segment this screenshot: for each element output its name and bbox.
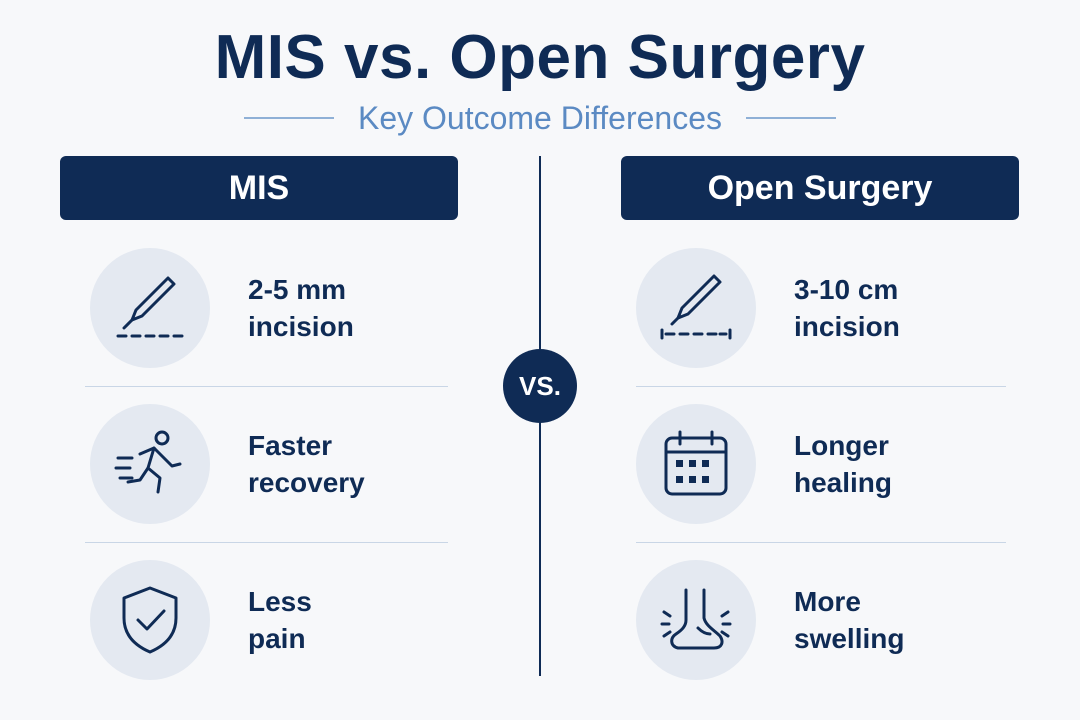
item-line-1: 2-5 mm xyxy=(248,274,347,305)
item-text: Longer healing xyxy=(794,427,892,501)
column-header-open-surgery: Open Surgery xyxy=(621,156,1019,220)
vs-badge: VS. xyxy=(503,349,577,423)
item-text: More swelling xyxy=(794,583,904,657)
scalpel-long-incision-icon xyxy=(636,248,756,368)
item-text: 3-10 cm incision xyxy=(794,271,900,345)
item-text: 2-5 mm incision xyxy=(248,271,354,345)
item-line-2: incision xyxy=(794,311,900,342)
item-line-1: Faster xyxy=(248,430,333,461)
row-divider xyxy=(636,386,1006,387)
item-line-2: pain xyxy=(248,623,306,654)
item-line-1: Longer xyxy=(794,430,889,461)
list-item-mis-incision: 2-5 mm incision xyxy=(90,238,450,378)
item-line-1: 3-10 cm xyxy=(794,274,899,305)
list-item-open-healing: Longer healing xyxy=(636,394,996,534)
swollen-foot-icon xyxy=(636,560,756,680)
item-line-2: swelling xyxy=(794,623,905,654)
item-line-2: incision xyxy=(248,311,354,342)
subtitle-row: Key Outcome Differences xyxy=(0,96,1080,140)
shield-check-icon xyxy=(90,560,210,680)
item-line-1: More xyxy=(794,586,861,617)
page-subtitle: Key Outcome Differences xyxy=(357,99,722,136)
running-person-icon xyxy=(90,404,210,524)
subtitle-line-left xyxy=(243,117,334,119)
row-divider xyxy=(85,542,448,543)
item-line-2: healing xyxy=(794,467,893,498)
list-item-open-incision: 3-10 cm incision xyxy=(636,238,996,378)
item-line-2: recovery xyxy=(248,467,365,498)
item-text: Less pain xyxy=(248,583,312,657)
row-divider xyxy=(636,542,1006,543)
scalpel-short-incision-icon xyxy=(90,248,210,368)
item-line-1: Less xyxy=(248,586,312,617)
column-header-mis: MIS xyxy=(60,156,458,220)
list-item-open-swelling: More swelling xyxy=(636,550,996,690)
list-item-mis-pain: Less pain xyxy=(90,550,450,690)
subtitle-line-right xyxy=(746,117,836,119)
calendar-icon xyxy=(636,404,756,524)
row-divider xyxy=(85,386,448,387)
item-text: Faster recovery xyxy=(248,427,365,501)
page-title: MIS vs. Open Surgery xyxy=(214,23,866,92)
list-item-mis-recovery: Faster recovery xyxy=(90,394,450,534)
